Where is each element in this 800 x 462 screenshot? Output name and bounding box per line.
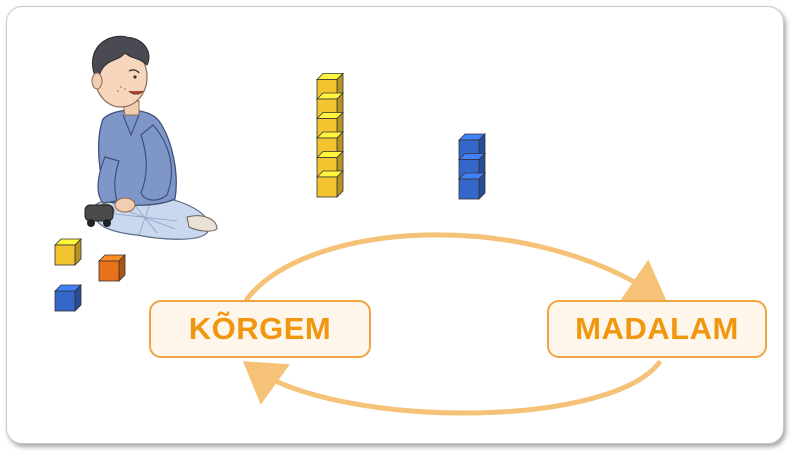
scene-svg: [54, 35, 668, 416]
cube: [54, 284, 82, 312]
tower-cube: [316, 170, 344, 198]
lower-word-text: MADALAM: [575, 311, 739, 346]
higher-word-text: KÕRGEM: [188, 311, 332, 346]
short-blue-tower: [458, 133, 486, 200]
cube: [54, 238, 82, 266]
loose-orange-cube: [98, 254, 126, 282]
cube: [98, 254, 126, 282]
higher-word-box: KÕRGEM: [149, 300, 371, 358]
lower-word-box: MADALAM: [547, 300, 767, 358]
loose-yellow-cube: [54, 238, 82, 266]
tall-yellow-tower: [316, 72, 344, 198]
boy-illustration: [84, 35, 218, 240]
top-arc-arrow: [244, 232, 668, 303]
tower-cube: [458, 172, 486, 200]
loose-blue-cube: [54, 284, 82, 312]
illustration-card: KÕRGEM MADALAM: [6, 6, 784, 444]
toy-in-hands: [84, 204, 114, 227]
bottom-arc-arrow: [242, 360, 662, 416]
